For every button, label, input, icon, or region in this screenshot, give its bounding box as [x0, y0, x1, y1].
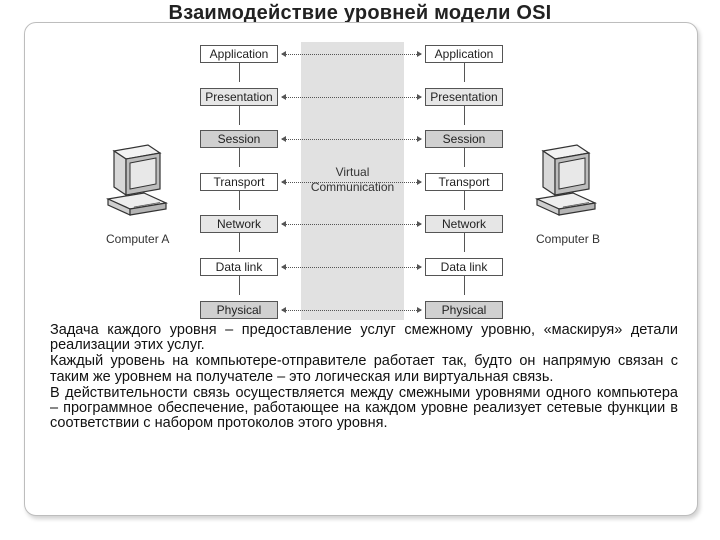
connector-right-1: [464, 63, 465, 82]
connector-right-6: [464, 276, 465, 295]
connector-left-6: [239, 276, 240, 295]
virtual-label-line-1: Virtual: [301, 165, 404, 180]
connector-right-2: [464, 106, 465, 125]
paragraph-3: В действительности связь осуществляется …: [50, 386, 678, 432]
paragraph-2: Каждый уровень на компьютере-отправителе…: [50, 354, 678, 384]
layer-left-presentation: Presentation: [200, 88, 278, 106]
peer-arrow-physical: [282, 310, 421, 311]
computer-a-label: Computer A: [106, 232, 169, 246]
peer-arrow-network: [282, 224, 421, 225]
layer-right-transport: Transport: [425, 173, 503, 191]
computer-a-icon: [104, 143, 174, 225]
connector-left-5: [239, 233, 240, 252]
body-text: Задача каждого уровня – предоставление у…: [50, 323, 678, 432]
peer-arrow-data-link: [282, 267, 421, 268]
connector-right-3: [464, 148, 465, 167]
connector-right-4: [464, 191, 465, 210]
virtual-communication-label: Virtual Communication: [301, 165, 404, 195]
computer-b-label: Computer B: [536, 232, 600, 246]
paragraph-1: Задача каждого уровня – предоставление у…: [50, 323, 678, 353]
connector-right-5: [464, 233, 465, 252]
layer-right-data-link: Data link: [425, 258, 503, 276]
peer-arrow-session: [282, 139, 421, 140]
layer-right-presentation: Presentation: [425, 88, 503, 106]
connector-left-3: [239, 148, 240, 167]
layer-left-application: Application: [200, 45, 278, 63]
connector-left-1: [239, 63, 240, 82]
layer-right-application: Application: [425, 45, 503, 63]
layer-right-session: Session: [425, 130, 503, 148]
layer-right-network: Network: [425, 215, 503, 233]
layer-left-transport: Transport: [200, 173, 278, 191]
connector-left-2: [239, 106, 240, 125]
layer-left-physical: Physical: [200, 301, 278, 319]
peer-arrow-transport: [282, 182, 421, 183]
computer-b-icon: [533, 143, 603, 225]
layer-left-session: Session: [200, 130, 278, 148]
layer-left-network: Network: [200, 215, 278, 233]
peer-arrow-application: [282, 54, 421, 55]
connector-left-4: [239, 191, 240, 210]
layer-right-physical: Physical: [425, 301, 503, 319]
layer-left-data-link: Data link: [200, 258, 278, 276]
peer-arrow-presentation: [282, 97, 421, 98]
